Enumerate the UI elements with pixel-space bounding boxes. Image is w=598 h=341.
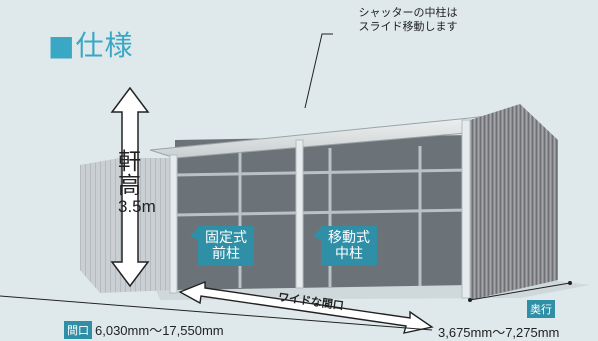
eave-height-value: 3.5m (118, 197, 156, 216)
height-arrow (110, 86, 150, 288)
depth-badge: 奥行 (527, 300, 555, 318)
fixed-front-post (169, 154, 178, 294)
base-dimension-line (0, 295, 433, 331)
movable-tag-line-1: 移動式 (328, 230, 370, 246)
page-title: ■仕様 (48, 29, 134, 62)
fixed-front-post-tag: 固定式 前柱 (198, 226, 254, 266)
eave-label-char-2: 高 (118, 173, 141, 199)
right-front-post (461, 119, 471, 299)
frontage-arrow (178, 280, 434, 334)
movable-tag-line-2: 中柱 (335, 246, 363, 262)
callout-line-1: シャッターの中柱は (358, 6, 458, 19)
depth-dimension-line (469, 282, 571, 301)
eave-height-label: 軒 高 3.5m (118, 149, 156, 216)
callout-note: シャッターの中柱は スライド移動します (338, 6, 478, 34)
movable-middle-post (295, 139, 304, 289)
callout-line-2: スライド移動します (358, 20, 458, 33)
shed-side-wall (470, 104, 558, 300)
frontage-badge: 間口 (64, 321, 92, 339)
frontage-value: 6,030mm〜17,550mm (95, 323, 224, 338)
callout-leader (304, 33, 333, 109)
fixed-tag-line-2: 前柱 (212, 246, 240, 262)
movable-middle-post-tag: 移動式 中柱 (321, 226, 377, 266)
eave-label-char-1: 軒 (118, 149, 141, 175)
fixed-tag-line-1: 固定式 (205, 230, 247, 246)
depth-value: 3,675mm〜7,275mm (438, 325, 560, 340)
